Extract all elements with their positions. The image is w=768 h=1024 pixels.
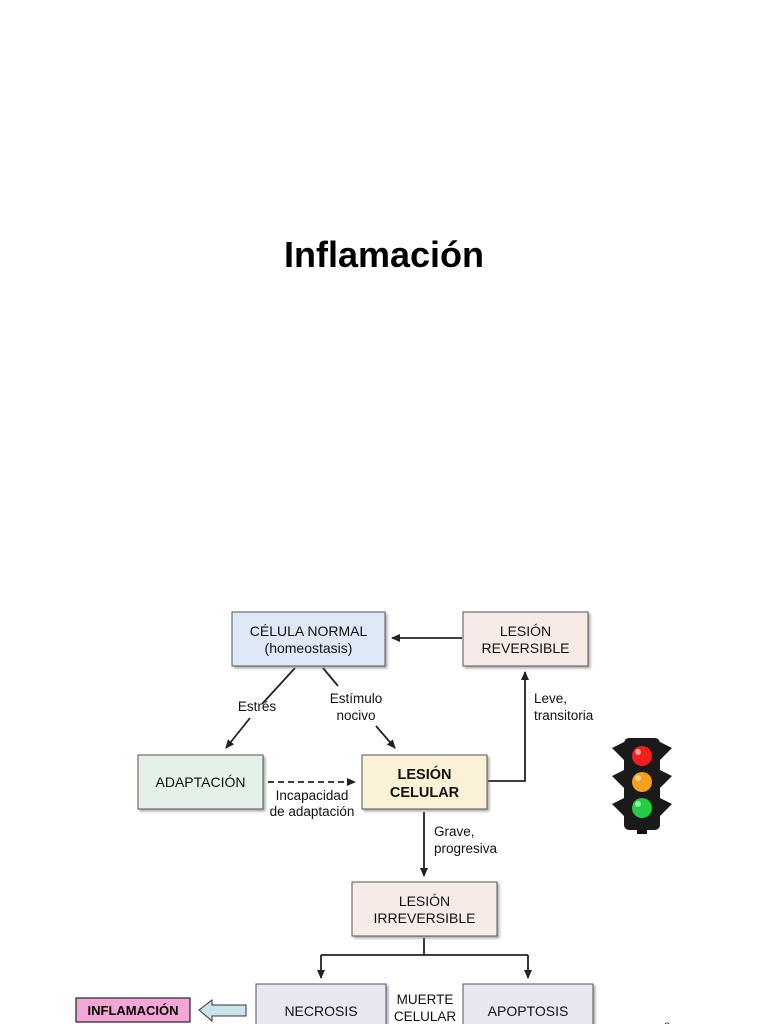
edge-label-leve-line1: Leve, <box>534 691 567 706</box>
node-apoptosis-label: APOPTOSIS <box>488 1003 569 1019</box>
edge-label-leve-line2: transitoria <box>534 708 594 723</box>
node-adaptacion: ADAPTACIÓN <box>137 754 264 810</box>
node-celula-normal: CÉLULA NORMAL (homeostasis) <box>231 611 386 667</box>
node-lesion-reversible: LESIÓN REVERSIBLE <box>462 611 589 667</box>
node-apoptosis-box <box>462 983 594 1024</box>
edge-label-incapacidad-line2: de adaptación <box>270 804 355 819</box>
node-lesion-irreversible-line1: LESIÓN <box>399 893 450 909</box>
node-lesion-irreversible-box <box>351 881 498 937</box>
node-lesion-reversible-line1: LESIÓN <box>500 623 551 639</box>
page-number: 2 <box>664 1021 670 1024</box>
node-lesion-irreversible: LESIÓN IRREVERSIBLE <box>351 881 498 937</box>
node-necrosis-label: NECROSIS <box>284 1003 357 1019</box>
edge-label-grave-line1: Grave, <box>434 824 475 839</box>
traffic-light-red <box>632 746 652 766</box>
node-lesion-reversible-box <box>462 611 589 667</box>
inflamacion-arrow-icon <box>198 998 247 1023</box>
node-lesion-celular-line1: LESIÓN <box>398 765 452 783</box>
diagram-edges <box>226 634 532 979</box>
edge-label-estimulo-line1: Estímulo <box>330 691 383 706</box>
edge-label-grave-line2: progresiva <box>434 841 498 856</box>
inflamacion-label: INFLAMACIÓN <box>88 1003 179 1018</box>
node-necrosis: NECROSIS <box>255 983 387 1024</box>
edge-label-estres: Estrés <box>238 699 277 714</box>
edge-celular-to-reversible <box>488 671 529 782</box>
node-adaptacion-box <box>137 754 264 810</box>
node-lesion-celular-box <box>361 754 488 810</box>
traffic-light-amber <box>632 772 652 792</box>
node-adaptacion-label: ADAPTACIÓN <box>156 774 246 790</box>
edge-normal-to-adaptacion <box>226 667 296 748</box>
node-celula-normal-line1: CÉLULA NORMAL <box>250 623 368 639</box>
edge-label-incapacidad-line1: Incapacidad <box>276 788 349 803</box>
edge-label-muerte-line2: CELULAR <box>394 1009 457 1024</box>
node-lesion-celular: LESIÓN CELULAR <box>361 754 488 810</box>
node-apoptosis: APOPTOSIS <box>462 983 594 1024</box>
page-title: Inflamación <box>283 234 485 275</box>
traffic-light-icon <box>612 738 672 834</box>
node-lesion-celular-line2: CELULAR <box>390 785 460 801</box>
node-lesion-reversible-line2: REVERSIBLE <box>482 640 570 656</box>
node-celula-normal-box <box>231 611 386 667</box>
edge-label-estimulo-line2: nocivo <box>336 708 375 723</box>
node-celula-normal-line2: (homeostasis) <box>265 640 353 656</box>
edge-normal-to-lesion-celular <box>322 667 395 748</box>
node-necrosis-box <box>255 983 387 1024</box>
inflamacion-label-box <box>75 997 191 1023</box>
inflamacion-annotation: INFLAMACIÓN <box>75 997 247 1023</box>
traffic-light-green <box>632 798 652 818</box>
edge-label-muerte-line1: MUERTE <box>397 992 454 1007</box>
node-lesion-irreversible-line2: IRREVERSIBLE <box>374 910 476 926</box>
